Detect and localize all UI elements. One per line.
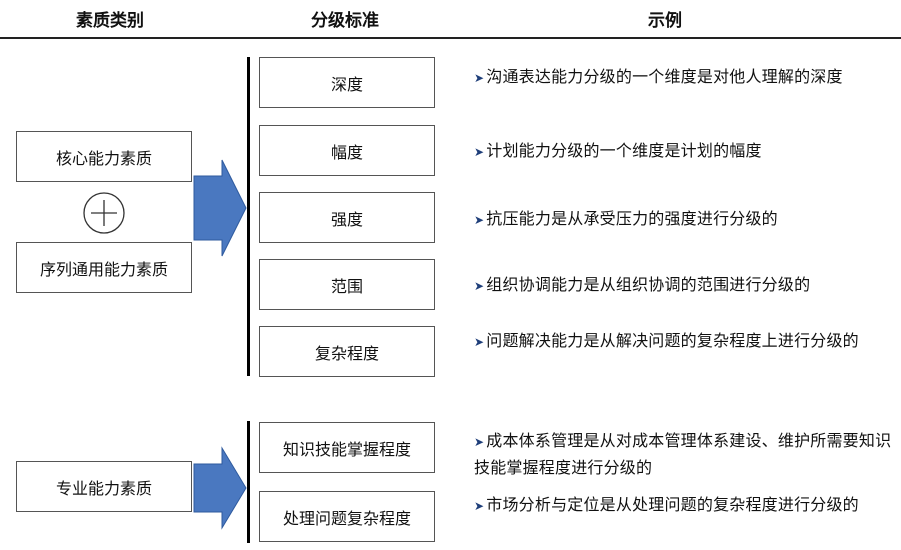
example-text: 沟通表达能力分级的一个维度是对他人理解的深度 xyxy=(486,67,843,86)
standard-complexity: 复杂程度 xyxy=(259,326,435,377)
example-text: 成本体系管理是从对成本管理体系建设、维护所需要知识技能掌握程度进行分级的 xyxy=(474,431,892,477)
bullet-arrow-icon: ➤ xyxy=(474,279,485,293)
category-core: 核心能力素质 xyxy=(16,131,192,182)
header-standard: 分级标准 xyxy=(311,11,379,31)
bullet-arrow-icon: ➤ xyxy=(474,213,485,227)
example-depth: ➤沟通表达能力分级的一个维度是对他人理解的深度 xyxy=(474,64,894,91)
bracket-professional xyxy=(247,421,250,543)
example-text: 问题解决能力是从解决问题的复杂程度上进行分级的 xyxy=(486,331,859,350)
header-example: 示例 xyxy=(648,11,682,31)
standard-problem-complexity: 处理问题复杂程度 xyxy=(259,491,435,542)
standard-intensity: 强度 xyxy=(259,192,435,243)
bullet-arrow-icon: ➤ xyxy=(474,145,485,159)
bullet-arrow-icon: ➤ xyxy=(474,499,485,513)
example-text: 抗压能力是从承受压力的强度进行分级的 xyxy=(486,209,778,228)
example-text: 计划能力分级的一个维度是计划的幅度 xyxy=(486,141,762,160)
arrow-right-icon-professional xyxy=(193,446,247,530)
example-text: 市场分析与定位是从处理问题的复杂程度进行分级的 xyxy=(486,495,859,514)
bracket-general xyxy=(247,57,250,376)
example-text: 组织协调能力是从组织协调的范围进行分级的 xyxy=(486,275,811,294)
example-knowledge: ➤成本体系管理是从对成本管理体系建设、维护所需要知识技能掌握程度进行分级的 xyxy=(474,428,894,480)
standard-breadth: 幅度 xyxy=(259,125,435,176)
example-problem-complexity: ➤市场分析与定位是从处理问题的复杂程度进行分级的 xyxy=(474,492,894,519)
arrow-right-icon-general xyxy=(193,159,247,257)
header-divider xyxy=(0,37,901,39)
header-category: 素质类别 xyxy=(76,11,144,31)
example-breadth: ➤计划能力分级的一个维度是计划的幅度 xyxy=(474,138,894,165)
category-sequence: 序列通用能力素质 xyxy=(16,242,192,293)
category-professional: 专业能力素质 xyxy=(16,461,192,512)
bullet-arrow-icon: ➤ xyxy=(474,71,485,85)
example-complexity: ➤问题解决能力是从解决问题的复杂程度上进行分级的 xyxy=(474,328,894,355)
example-scope: ➤组织协调能力是从组织协调的范围进行分级的 xyxy=(474,272,894,299)
bullet-arrow-icon: ➤ xyxy=(474,335,485,349)
example-intensity: ➤抗压能力是从承受压力的强度进行分级的 xyxy=(474,206,894,233)
standard-scope: 范围 xyxy=(259,259,435,310)
standard-knowledge: 知识技能掌握程度 xyxy=(259,422,435,473)
standard-depth: 深度 xyxy=(259,57,435,108)
plus-icon xyxy=(83,192,125,234)
bullet-arrow-icon: ➤ xyxy=(474,435,485,449)
